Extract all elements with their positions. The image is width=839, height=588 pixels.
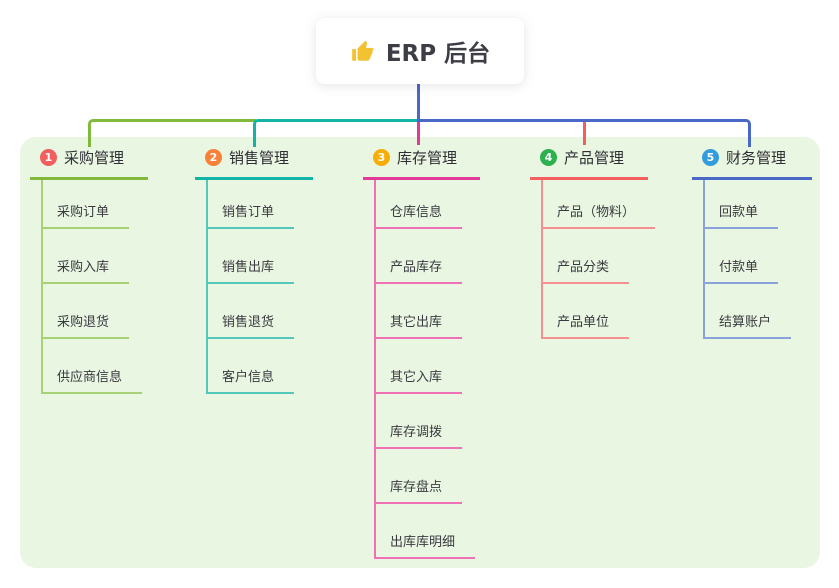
branch-title: 库存管理 [397,148,458,167]
branch-children: 回款单付款单结算账户 [703,180,792,339]
branch-number-badge: 2 [205,148,222,166]
child-node[interactable]: 其它出库 [376,311,463,339]
child-row: 付款单 [705,229,791,284]
branch-children: 销售订单销售出库销售退货客户信息 [206,180,295,394]
child-row: 产品库存 [376,229,475,284]
child-node[interactable]: 结算账户 [705,311,792,339]
child-row: 库存调拨 [376,394,475,449]
child-row: 回款单 [705,180,791,229]
child-row: 销售订单 [208,180,295,229]
connector-trunk-right [417,119,751,147]
background-panel [20,137,820,568]
branch-3: 3 库存管理仓库信息产品库存其它出库其它入库库存调拨库存盘点出库库明细 [363,146,480,559]
branch-title: 产品管理 [564,148,625,167]
child-node[interactable]: 产品（物料） [543,201,656,229]
child-row: 结算账户 [705,284,792,339]
child-row: 产品（物料） [543,180,656,229]
child-node[interactable]: 销售订单 [208,201,295,229]
child-node[interactable]: 其它入库 [376,366,463,394]
child-row: 库存盘点 [376,449,475,504]
child-node[interactable]: 付款单 [705,256,779,284]
child-row: 其它入库 [376,339,475,394]
child-row: 销售退货 [208,284,295,339]
branch-number-badge: 5 [702,148,719,166]
branch-number-badge: 1 [40,148,57,166]
child-node[interactable]: 客户信息 [208,366,295,394]
branch-node[interactable]: 4 产品管理 [530,146,648,180]
branch-node[interactable]: 5 财务管理 [692,146,812,180]
child-row: 出库库明细 [376,504,476,559]
child-node[interactable]: 仓库信息 [376,201,463,229]
branch-5: 5 财务管理回款单付款单结算账户 [692,146,812,339]
child-row: 产品单位 [543,284,655,339]
connector-root-stem [417,84,420,122]
child-node[interactable]: 库存调拨 [376,421,463,449]
branch-children: 产品（物料） 产品分类产品单位 [541,180,656,339]
branch-title: 采购管理 [64,148,125,167]
branch-children: 仓库信息产品库存其它出库其它入库库存调拨库存盘点出库库明细 [374,180,476,559]
child-node[interactable]: 销售退货 [208,311,295,339]
child-node[interactable]: 采购退货 [43,311,130,339]
child-node[interactable]: 出库库明细 [376,531,476,559]
child-node[interactable]: 产品单位 [543,311,630,339]
branch-node[interactable]: 2 销售管理 [195,146,313,180]
branch-4: 4 产品管理产品（物料） 产品分类产品单位 [530,146,656,339]
child-row: 仓库信息 [376,180,475,229]
child-node[interactable]: 销售出库 [208,256,295,284]
branch-children: 采购订单采购入库采购退货供应商信息 [41,180,143,394]
child-row: 采购退货 [43,284,142,339]
branch-node[interactable]: 3 库存管理 [363,146,480,180]
child-row: 销售出库 [208,229,295,284]
branch-title: 财务管理 [726,148,787,167]
child-row: 采购订单 [43,180,142,229]
root-node[interactable]: ERP 后台 [316,18,524,84]
branch-node[interactable]: 1 采购管理 [30,146,148,180]
root-title: ERP 后台 [385,41,491,67]
branch-number-badge: 3 [373,148,390,166]
child-row: 采购入库 [43,229,142,284]
child-row: 其它出库 [376,284,475,339]
branch-number-badge: 4 [540,148,557,166]
branch-1: 1 采购管理采购订单采购入库采购退货供应商信息 [30,146,148,394]
connector-trunk-mid [253,119,420,147]
child-row: 供应商信息 [43,339,143,394]
child-node[interactable]: 库存盘点 [376,476,463,504]
child-row: 客户信息 [208,339,295,394]
connector-trunk-left [88,119,256,147]
child-row: 产品分类 [543,229,655,284]
child-node[interactable]: 产品库存 [376,256,463,284]
connector-drop-4 [583,122,586,145]
child-node[interactable]: 产品分类 [543,256,630,284]
child-node[interactable]: 回款单 [705,201,779,229]
child-node[interactable]: 采购入库 [43,256,130,284]
branch-2: 2 销售管理销售订单销售出库销售退货客户信息 [195,146,313,394]
child-node[interactable]: 采购订单 [43,201,130,229]
thumbs-up-icon [350,38,376,64]
connector-drop-3 [417,122,420,145]
child-node[interactable]: 供应商信息 [43,366,143,394]
branch-title: 销售管理 [229,148,290,167]
